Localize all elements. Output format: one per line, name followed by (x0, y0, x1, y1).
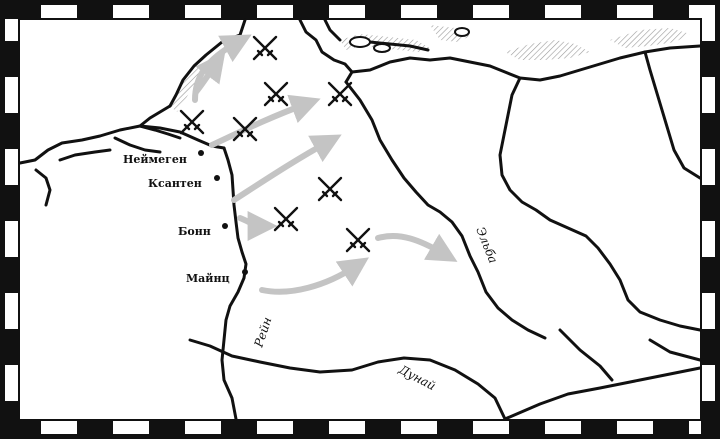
frame-segment (77, 420, 113, 434)
arrow (259, 257, 369, 295)
islands (349, 27, 470, 53)
frame-segment (437, 5, 473, 19)
danube-river (188, 338, 507, 421)
cities: Неймеген Ксантен Бонн Майнц (123, 150, 248, 285)
crossed-swords-icon (252, 35, 278, 61)
crossed-swords-icon (327, 81, 353, 107)
arrow (375, 232, 458, 262)
city-label-neimegen: Неймеген (123, 153, 187, 166)
frame-segment (653, 5, 689, 19)
frame-segment (365, 5, 401, 19)
frame-segment (221, 420, 257, 434)
crossed-swords-icon (232, 116, 258, 142)
crossed-swords-icon (179, 109, 205, 135)
campaign-arrows (192, 34, 458, 295)
frame-segment (701, 329, 715, 365)
frame-segment (149, 5, 185, 19)
frame-segment (5, 401, 19, 434)
crossed-swords-icon (273, 206, 299, 232)
battle-markers (179, 35, 371, 253)
frame-segment (5, 257, 19, 293)
frame-segment (701, 41, 715, 77)
frame-segment (5, 185, 19, 221)
crossed-swords-icon (345, 227, 371, 253)
frame-segment (437, 420, 473, 434)
frame-segment (5, 329, 19, 365)
city-dot-bonn (222, 223, 228, 229)
frame-segment (5, 113, 19, 149)
crossed-swords-icon (263, 81, 289, 107)
frame-segment (293, 420, 329, 434)
frame-segment (653, 420, 689, 434)
arrow (209, 94, 321, 148)
frame-segment (701, 257, 715, 293)
elbe-river (498, 76, 702, 332)
frame-segment (509, 5, 545, 19)
frame-segment (77, 5, 113, 19)
frame-segment (581, 5, 617, 19)
city-label-bonn: Бонн (178, 225, 211, 238)
frame-segment (221, 5, 257, 19)
arrow (231, 134, 342, 203)
frame-segment (509, 420, 545, 434)
crossed-swords-icon (317, 176, 343, 202)
frame-segment (5, 41, 19, 77)
city-dot-mainz (242, 269, 248, 275)
arrow (237, 210, 278, 241)
frame-segment (149, 420, 185, 434)
frame-segment (581, 420, 617, 434)
city-label-ksanten: Ксантен (148, 177, 202, 190)
frame-segment (701, 401, 715, 434)
frame-segment (701, 185, 715, 221)
frame-segment (701, 113, 715, 149)
frame-segment (293, 5, 329, 19)
city-dot-ksanten (214, 175, 220, 181)
city-label-mainz: Майнц (186, 272, 230, 285)
rivers (34, 50, 702, 421)
arrow (193, 51, 226, 95)
frame-segment (365, 420, 401, 434)
city-dot-neimegen (198, 150, 204, 156)
frame-segment (5, 5, 41, 19)
